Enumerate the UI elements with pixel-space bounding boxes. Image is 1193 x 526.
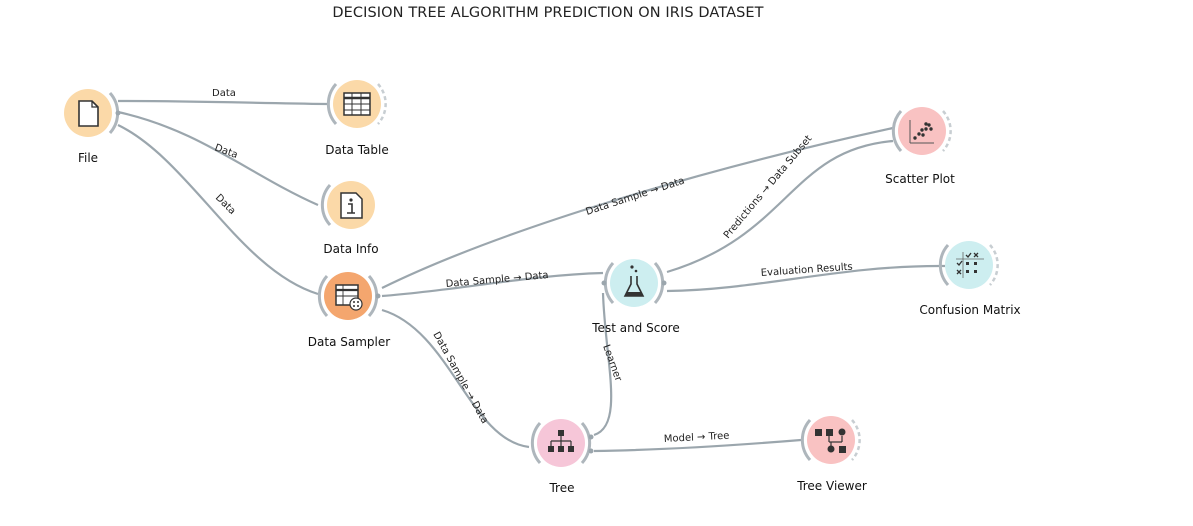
link-test-scatter[interactable] xyxy=(666,139,894,274)
link-tree-viewer[interactable] xyxy=(593,438,802,453)
scatter-icon xyxy=(909,120,934,144)
node-data-table[interactable] xyxy=(326,80,387,128)
link-sampler-scatter[interactable] xyxy=(381,126,894,289)
node-label-tree-viewer: Tree Viewer xyxy=(797,479,867,493)
workflow-title: DECISION TREE ALGORITHM PREDICTION ON IR… xyxy=(332,5,764,21)
node-label-data-sampler: Data Sampler xyxy=(307,335,391,349)
node-confusion-matrix[interactable] xyxy=(938,241,999,289)
link-file-sampler[interactable] xyxy=(117,124,319,296)
link-file-table[interactable] xyxy=(117,99,328,106)
file-icon xyxy=(78,100,99,127)
link-sampler-test[interactable] xyxy=(381,271,604,298)
confusion-matrix-icon xyxy=(956,252,984,278)
links xyxy=(117,99,946,453)
link-test-confusion[interactable] xyxy=(666,264,946,293)
node-label-data-info: Data Info xyxy=(323,242,379,256)
node-label-file: File xyxy=(77,151,99,165)
node-test-score[interactable] xyxy=(601,259,667,307)
sampler-icon xyxy=(335,284,363,311)
node-data-sampler[interactable] xyxy=(317,272,381,320)
link-labels: Data Data Data Data Sample → Data Data S… xyxy=(212,88,853,445)
info-icon xyxy=(340,192,363,219)
link-tree-test[interactable] xyxy=(593,292,613,437)
link-file-info[interactable] xyxy=(117,110,319,207)
node-label-scatter-plot: Scatter Plot xyxy=(885,172,955,186)
node-scatter-plot[interactable] xyxy=(891,107,952,155)
link-label-file-table: Data xyxy=(212,88,236,99)
node-data-info[interactable] xyxy=(320,181,375,229)
link-label-sampler-tree: Data Sample → Data xyxy=(430,330,490,426)
node-label-test-score: Test and Score xyxy=(592,321,680,335)
node-label-data-table: Data Table xyxy=(325,143,389,157)
link-label-sampler-scatter: Data Sample → Data xyxy=(585,176,687,218)
link-label-tree-viewer: Model → Tree xyxy=(664,431,730,445)
link-sampler-tree[interactable] xyxy=(381,308,530,449)
node-tree[interactable] xyxy=(530,419,594,467)
link-label-test-scatter: Predictions → Data Subset xyxy=(722,133,815,240)
node-file[interactable] xyxy=(64,89,121,137)
node-tree-viewer[interactable] xyxy=(800,416,861,464)
link-label-file-info: Data xyxy=(213,142,239,161)
node-label-confusion-matrix: Confusion Matrix xyxy=(919,303,1021,317)
flask-icon xyxy=(623,265,645,297)
node-label-tree: Tree xyxy=(549,481,575,495)
link-label-sampler-test: Data Sample → Data xyxy=(445,270,549,290)
table-icon xyxy=(343,92,371,116)
tree-icon xyxy=(548,430,574,452)
tree-viewer-icon xyxy=(815,428,846,453)
link-label-tree-test: Learner xyxy=(600,343,624,384)
